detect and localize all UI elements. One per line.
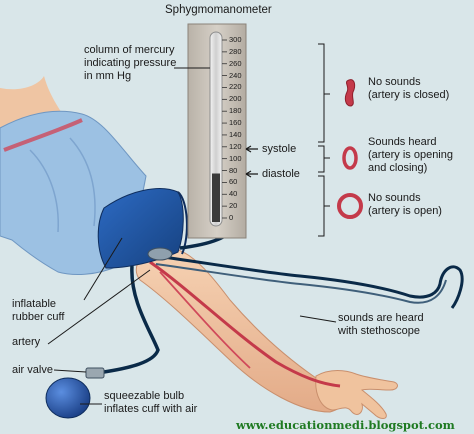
artery [149,260,341,388]
partially-open-artery-icon [342,146,358,170]
state-open-label: No sounds (artery is open) [368,192,442,218]
cuff-label: inflatable rubber cuff [12,298,64,324]
mercury-label-text: column of mercury indicating pressure in… [84,44,177,82]
hand [315,370,398,419]
artery-upper [3,118,83,152]
bulb-label-line1: squeezable bulb [104,390,185,402]
state-closed-line2: (artery is closed) [368,89,450,101]
artery-label: artery [12,336,41,348]
state-closed-line1: No sounds [368,76,421,88]
artery-leader [47,269,151,345]
scale-label: 260 [229,58,242,68]
systole-label: systole [262,143,297,155]
stethoscope-label-line2: with stethoscope [338,325,420,337]
scale-label: 60 [229,177,238,187]
bulb-tube [103,265,160,374]
mercury-label: column of mercury indicating pressure in… [84,44,186,83]
stethoscope-tube [155,263,447,304]
cuff-leader [83,237,123,301]
stethoscope-label-line1: sounds are heard [338,312,424,324]
diastole-arrow [245,170,258,178]
diastole-label: diastole [262,168,300,180]
air-valve-label: air valve [12,364,53,376]
state-sounds-label: Sounds heard (artery is opening and clos… [368,136,453,175]
state-sounds-line2: (artery is opening [368,149,453,161]
stethoscope-tube[interactable] [155,254,464,309]
bulb-label-line2: inflates cuff with air [104,403,198,415]
cuff-label-line1: inflatable [12,298,57,310]
mercury-column [212,173,220,222]
bulb-label: squeezable bulb inflates cuff with air [104,390,197,416]
scale-label: 140 [229,129,242,139]
scale-label: 20 [229,201,238,211]
shirt-fold [69,137,96,227]
state-sounds-line3: and closing) [368,162,428,174]
scale-label: 200 [229,94,242,104]
valve-leader [53,369,87,373]
shirt-fold [29,149,59,233]
stethoscope-leader [299,315,337,323]
scale-label: 300 [229,35,242,44]
stethoscope-head [147,247,173,261]
bracket-closed [318,43,330,143]
systole-arrow [245,145,258,153]
state-open-line2: (artery is open) [368,205,442,217]
state-closed-label: No sounds (artery is closed) [368,76,449,102]
scale-label: 120 [229,141,242,151]
artery-branch [159,271,251,369]
scale-label: 160 [229,118,242,128]
cuff-label-line2: rubber cuff [12,311,65,323]
squeezable-bulb[interactable] [45,377,91,419]
watermark: www.educationmedi.blogspot.com [236,418,455,432]
scale-label: 40 [229,189,238,199]
stethoscope-label: sounds are heard with stethoscope [338,312,424,338]
scale-label: 240 [229,70,242,80]
page-title: Sphygmomanometer [165,4,272,16]
scale-label: 220 [229,82,242,92]
open-artery-icon [337,193,363,219]
state-sounds-line1: Sounds heard [368,136,437,148]
closed-artery-icon [344,79,356,107]
air-valve[interactable] [85,367,105,379]
forearm [135,246,347,413]
bracket-open [318,175,330,237]
scale-label: 180 [229,106,242,116]
scale-label: 100 [229,153,242,163]
bracket-sounds [318,145,330,173]
scale-label: 0 [229,213,234,222]
scale-label: 80 [229,165,238,175]
scale-label: 280 [229,46,242,56]
state-open-line1: No sounds [368,192,421,204]
